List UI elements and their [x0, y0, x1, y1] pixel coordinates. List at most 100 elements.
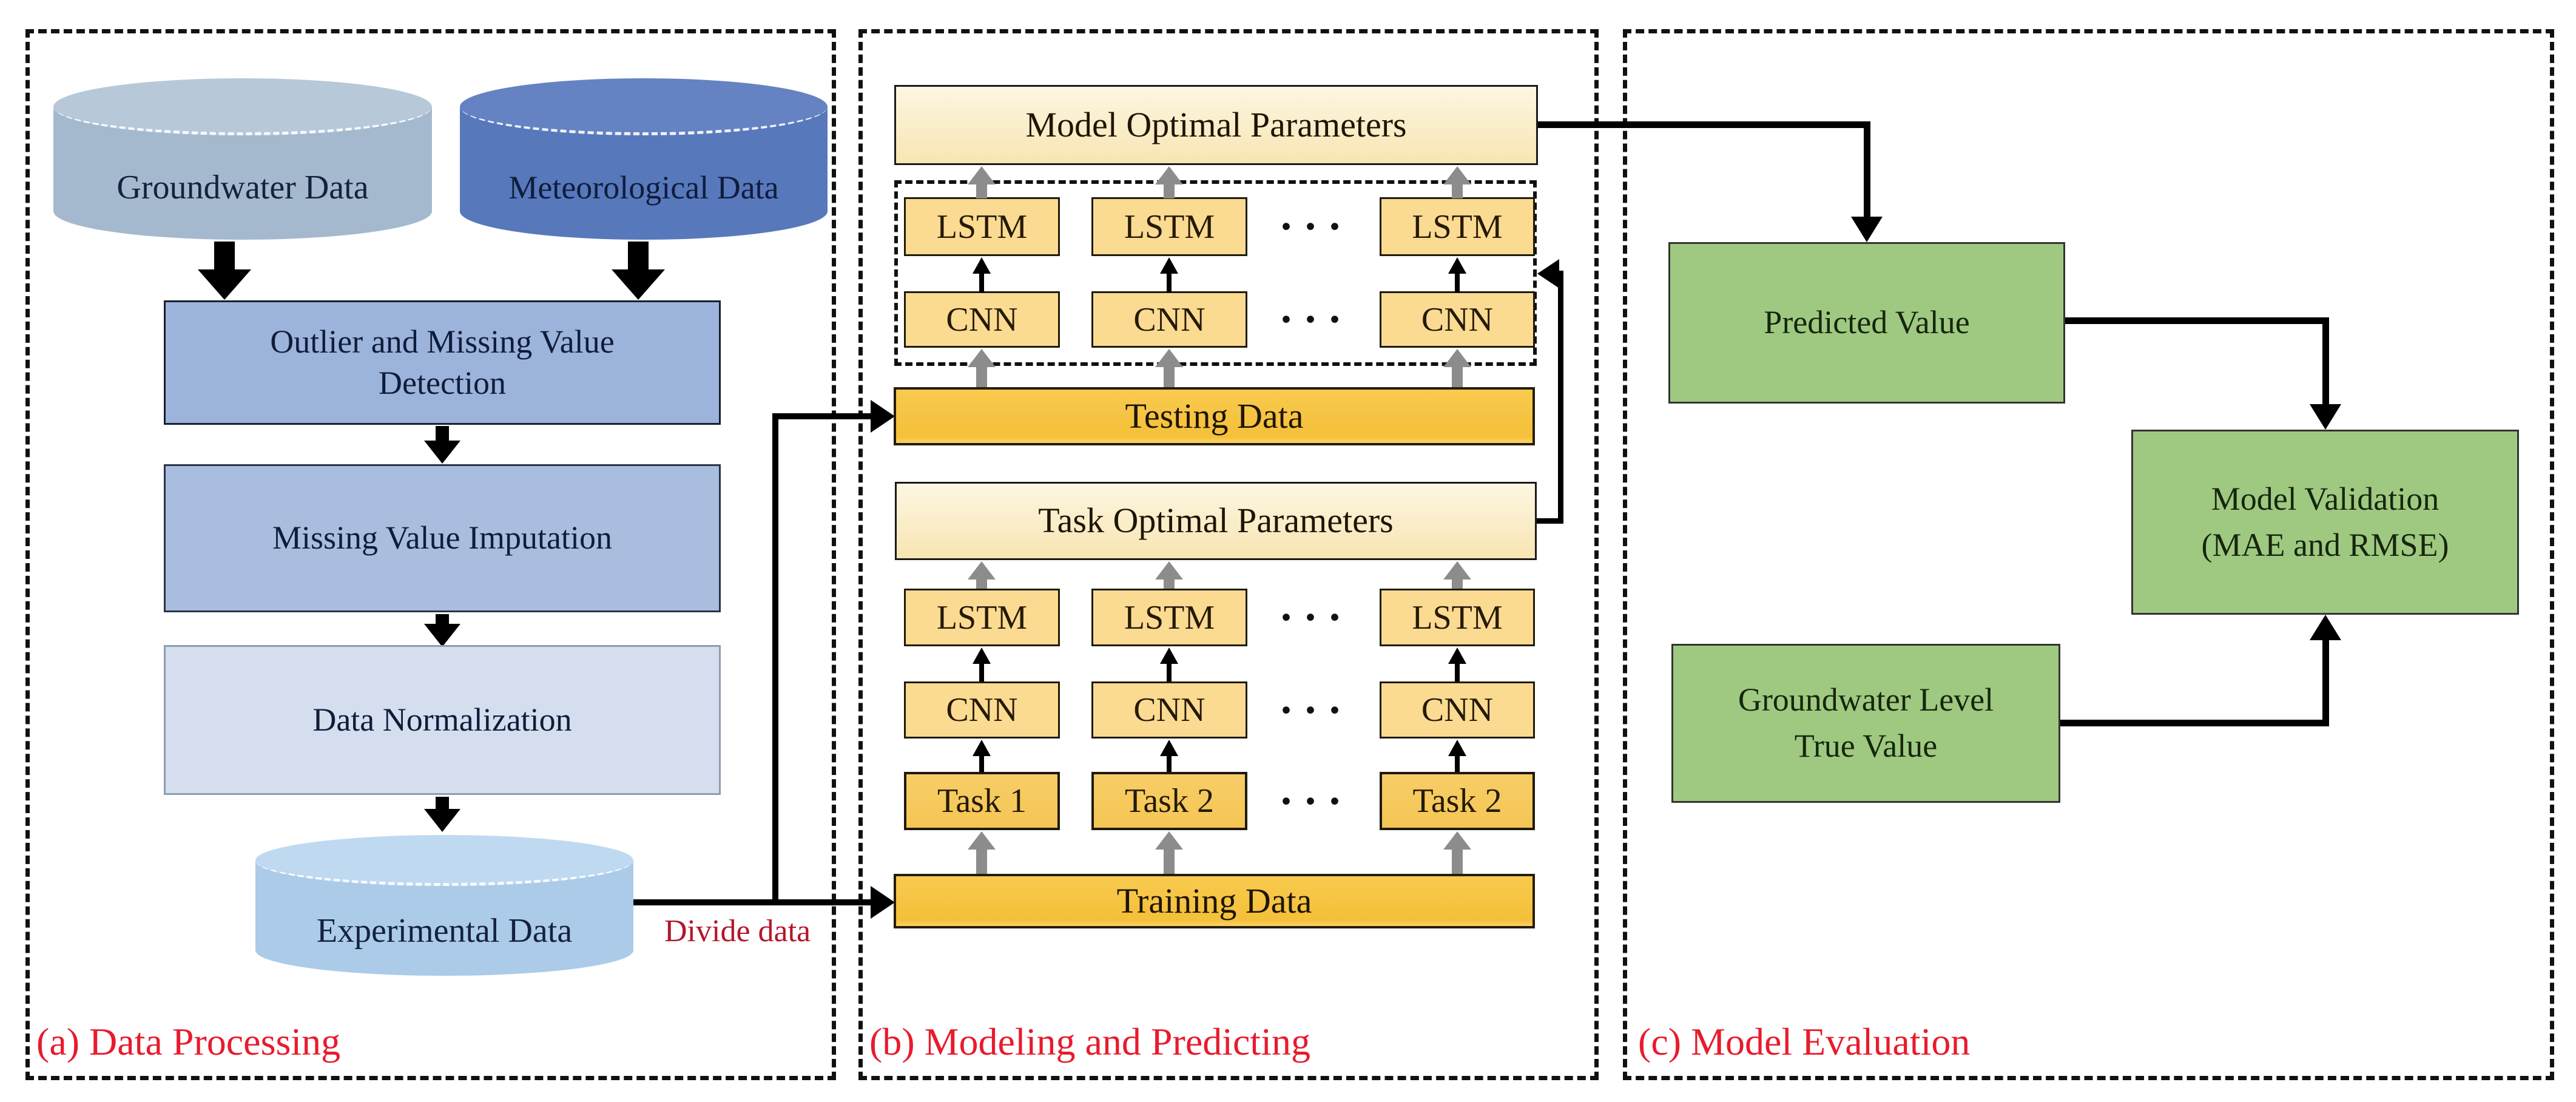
arrowhead-up-thin — [1160, 740, 1178, 756]
divide-line-top — [772, 413, 874, 419]
lower-lstm-box-3: LSTM — [1380, 589, 1535, 646]
gray-arrow-shaft — [1164, 365, 1175, 388]
thin-arrow-shaft — [1455, 272, 1460, 292]
line-predicted-to-validation-h — [2065, 317, 2329, 324]
gray-arrow-shaft — [1452, 577, 1463, 590]
arrowhead-down — [424, 809, 460, 832]
panel-c-title: (c) Model Evaluation — [1638, 1020, 1971, 1063]
cnn-label: CNN — [946, 300, 1018, 339]
arrowhead-down — [612, 269, 665, 300]
task-label: Task 2 — [1125, 782, 1214, 820]
model-validation-box: Model Validation (MAE and RMSE) — [2131, 430, 2519, 615]
arrowhead-up-thin — [1160, 647, 1178, 664]
upper-cnn-box-2: CNN — [1091, 291, 1247, 348]
model-validation-label-line2: (MAE and RMSE) — [2201, 526, 2449, 563]
arrowhead-up-thin — [1160, 257, 1178, 274]
groundwater-data-cylinder: Groundwater Data — [53, 78, 432, 240]
arrow-outlier-to-imputation — [436, 426, 449, 442]
lstm-label: LSTM — [1124, 208, 1215, 246]
thin-arrow-shaft — [1167, 754, 1172, 773]
line-truevalue-to-validation-h — [2060, 720, 2329, 726]
upper-cnn-box-3: CNN — [1380, 291, 1535, 348]
divide-data-label: Divide data — [664, 914, 811, 948]
gray-arrow-shaft — [976, 365, 987, 388]
gray-arrowhead-up — [1443, 349, 1471, 367]
panel-a-title: (a) Data Processing — [36, 1020, 341, 1063]
thin-arrow-shaft — [1167, 662, 1172, 683]
lstm-label: LSTM — [936, 598, 1028, 637]
divide-line-horizontal — [633, 899, 874, 905]
arrowhead-up-validation — [2310, 615, 2341, 640]
training-data-label: Training Data — [1116, 881, 1312, 921]
arrowhead-right-training — [871, 886, 895, 919]
task-label: Task 2 — [1412, 782, 1502, 820]
groundwater-data-label: Groundwater Data — [116, 169, 369, 206]
cnn-label: CNN — [946, 691, 1018, 729]
testing-data-label: Testing Data — [1125, 396, 1304, 436]
arrowhead-down-predicted — [1851, 217, 1883, 242]
testing-data-box: Testing Data — [894, 387, 1535, 445]
gray-arrow-shaft — [1164, 182, 1175, 198]
gray-arrowhead-up — [1443, 561, 1471, 580]
imputation-label: Missing Value Imputation — [272, 519, 612, 556]
normalization-label: Data Normalization — [312, 701, 572, 738]
gray-arrowhead-up — [1155, 349, 1183, 367]
experimental-data-label: Experimental Data — [316, 912, 573, 950]
panel-model-evaluation — [1623, 29, 2554, 1080]
lstm-label: LSTM — [1412, 598, 1503, 637]
arrowhead-left-feedback — [1537, 259, 1559, 288]
gray-arrow-shaft — [1164, 577, 1175, 590]
gray-arrowhead-up — [968, 166, 996, 184]
feedback-line-stub — [1537, 518, 1563, 524]
task-box-2: Task 2 — [1091, 772, 1247, 830]
task-optimal-parameters-box: Task Optimal Parameters — [895, 482, 1537, 560]
gray-arrow-shaft — [976, 577, 987, 590]
lstm-label: LSTM — [1124, 598, 1215, 637]
meteorological-data-label: Meteorological Data — [508, 169, 779, 206]
arrowhead-up-thin — [1448, 740, 1466, 756]
imputation-box: Missing Value Imputation — [164, 464, 721, 612]
arrow-meteorological-to-outlier — [628, 242, 649, 271]
arrow-normalization-to-experimental — [436, 797, 449, 810]
arrow-imputation-to-normalization — [436, 614, 449, 625]
meteorological-data-cylinder: Meteorological Data — [460, 78, 828, 240]
thin-arrow-shaft — [979, 662, 984, 683]
thin-arrow-shaft — [1455, 754, 1460, 773]
model-validation-label-line1: Model Validation — [2211, 480, 2439, 517]
gray-arrow-shaft — [1452, 847, 1463, 875]
gray-arrow-shaft — [1164, 847, 1175, 875]
gray-arrow-shaft — [976, 847, 987, 875]
model-optimal-parameters-label: Model Optimal Parameters — [1025, 104, 1407, 144]
cylinder-highlight-arc — [53, 78, 432, 135]
gray-arrow-shaft — [1452, 365, 1463, 388]
cylinder-highlight-arc — [255, 835, 633, 886]
arrowhead-up-thin — [1448, 257, 1466, 274]
lower-lstm-box-1: LSTM — [904, 589, 1060, 646]
arrowhead-up-thin — [973, 257, 991, 274]
gray-arrowhead-up — [1155, 561, 1183, 580]
cnn-label: CNN — [1421, 691, 1494, 729]
thin-arrow-shaft — [1455, 662, 1460, 683]
arrowhead-up-thin — [1448, 647, 1466, 664]
groundwater-true-value-line2: True Value — [1794, 728, 1938, 764]
lower-cnn-box-2: CNN — [1091, 681, 1247, 739]
gray-arrow-shaft — [976, 182, 987, 198]
panel-b-title: (b) Modeling and Predicting — [869, 1020, 1310, 1063]
lstm-label: LSTM — [936, 208, 1028, 246]
arrow-groundwater-to-outlier — [214, 242, 235, 271]
line-model-to-predicted-v — [1864, 121, 1870, 218]
outlier-detection-box: Outlier and Missing Value Detection — [164, 300, 721, 425]
arrowhead-down-validation — [2310, 404, 2341, 430]
arrowhead-down — [424, 441, 460, 464]
lower-cnn-box-3: CNN — [1380, 681, 1535, 739]
model-optimal-parameters-box: Model Optimal Parameters — [894, 85, 1538, 165]
cylinder-highlight-arc — [460, 78, 828, 135]
cnn-label: CNN — [1133, 691, 1205, 729]
prediction-module-group — [894, 180, 1537, 366]
groundwater-true-value-box: Groundwater Level True Value — [1671, 644, 2060, 803]
gray-arrowhead-up — [968, 831, 996, 850]
lower-cnn-box-1: CNN — [904, 681, 1060, 739]
task-label: Task 1 — [937, 782, 1027, 820]
normalization-box: Data Normalization — [164, 645, 721, 795]
